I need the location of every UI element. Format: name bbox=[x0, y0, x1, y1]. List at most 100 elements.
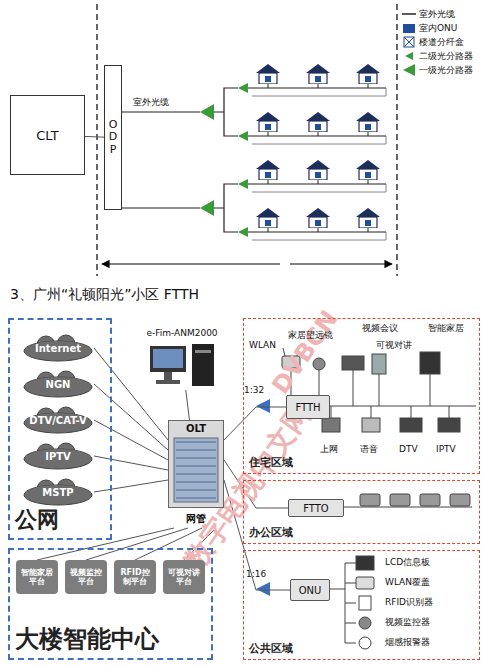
home-devices bbox=[342, 356, 364, 370]
server-icon bbox=[156, 380, 180, 384]
clt-box: CLT bbox=[10, 95, 85, 175]
fibre-link bbox=[85, 136, 104, 138]
public-devices bbox=[329, 563, 356, 643]
cloud-shape bbox=[24, 371, 92, 397]
olt-device: OLT网管 bbox=[168, 420, 224, 528]
olt-chassis bbox=[176, 474, 216, 475]
drop-fibre bbox=[268, 180, 269, 184]
building-center-panel: 大楼智能中心智能家居平台视频监控平台RFID控制平台可视对讲平台 bbox=[8, 548, 213, 660]
span-arrows bbox=[102, 263, 280, 264]
outdoor-fibre bbox=[214, 88, 238, 136]
fibre-link bbox=[186, 390, 190, 420]
legend-row: 一级光分路器 bbox=[402, 64, 473, 76]
watermark: DVBCN bbox=[266, 305, 344, 399]
legend-text: 室外光缆 bbox=[419, 8, 455, 21]
olt-chassis bbox=[176, 498, 216, 499]
house-icon bbox=[356, 64, 380, 84]
node-label: ONU bbox=[299, 585, 322, 596]
ftto-terminal: FTTO bbox=[288, 499, 344, 517]
cloud-shape bbox=[24, 485, 92, 505]
node-label: 智能家居平台 bbox=[19, 568, 55, 586]
device-label: DTV bbox=[399, 444, 418, 455]
public-devices bbox=[359, 596, 371, 610]
device-label: 视频监控器 bbox=[385, 617, 430, 628]
public-devices bbox=[329, 556, 374, 649]
legend-sample bbox=[402, 8, 416, 20]
splitter-1-16 bbox=[256, 582, 270, 596]
drop-fibre bbox=[368, 132, 369, 136]
legend-sample bbox=[402, 36, 416, 48]
splitter-1-32 bbox=[256, 399, 270, 413]
legend-sample bbox=[404, 37, 414, 47]
home-devices bbox=[322, 418, 340, 432]
house-icon bbox=[306, 160, 330, 180]
house-icon bbox=[256, 64, 280, 84]
node-label: Internet bbox=[35, 343, 81, 354]
house-icon bbox=[356, 160, 380, 180]
cloud-shape bbox=[24, 377, 92, 397]
span-arrows bbox=[290, 263, 392, 264]
drop-fibre bbox=[268, 84, 269, 88]
server-icon bbox=[140, 342, 224, 388]
device-label: WLAN bbox=[249, 340, 276, 351]
node-label: 公共区域 bbox=[249, 641, 293, 656]
platform-box: 智能家居平台 bbox=[16, 560, 58, 594]
boundary-dashes bbox=[97, 4, 397, 276]
level2-splitter bbox=[238, 227, 248, 237]
home-devices bbox=[438, 418, 460, 432]
cloud-shape bbox=[24, 479, 92, 505]
olt-chassis bbox=[174, 438, 218, 502]
cloud-shape bbox=[28, 449, 88, 465]
legend-row: 二级光分路器 bbox=[402, 50, 473, 62]
legend-sample bbox=[405, 52, 413, 60]
platform-box: RFID控制平台 bbox=[114, 560, 156, 594]
server-icon bbox=[192, 344, 214, 386]
device-label: LCD信息板 bbox=[385, 557, 430, 568]
house-icon bbox=[356, 208, 380, 228]
legend-text: 一级光分路器 bbox=[419, 64, 473, 77]
cloud-shape bbox=[28, 413, 88, 429]
office-devices bbox=[420, 494, 440, 506]
cloud-shape bbox=[24, 443, 92, 469]
platform-box: 可视对讲平台 bbox=[163, 560, 205, 594]
outdoor-fibre bbox=[122, 88, 386, 240]
server-icon bbox=[150, 346, 186, 372]
device-label: 视频会议 bbox=[362, 323, 398, 334]
boundary-dashes bbox=[396, 4, 397, 276]
span-arrows bbox=[102, 263, 392, 264]
node-label: ODP bbox=[108, 119, 119, 155]
legend-text: 楼道分纤盒 bbox=[419, 36, 464, 49]
fibre-link bbox=[94, 420, 168, 460]
device-label: RFID识别器 bbox=[385, 597, 433, 608]
home-devices bbox=[372, 354, 386, 374]
node-label: FTTH bbox=[295, 402, 320, 413]
house-icon bbox=[356, 112, 380, 132]
server-icon bbox=[164, 372, 172, 380]
home-devices bbox=[291, 368, 476, 418]
node-label: MSTP bbox=[42, 487, 73, 498]
nms-server: e-Fim-ANM2000 bbox=[140, 328, 224, 390]
cloud-shape bbox=[28, 377, 88, 393]
cloud-shape bbox=[24, 335, 92, 361]
level2-splitter bbox=[238, 179, 248, 189]
zone-panel: 办公区域FTTO bbox=[243, 480, 480, 544]
outdoor-fibre bbox=[214, 184, 238, 232]
office-devices bbox=[390, 494, 410, 506]
fibre-link bbox=[94, 480, 168, 492]
house-icon bbox=[256, 160, 280, 180]
outdoor-fibre bbox=[122, 112, 200, 208]
onu-terminal: ONU bbox=[290, 579, 330, 601]
legend-text: 二级光分路器 bbox=[419, 50, 473, 63]
drop-fibre bbox=[268, 228, 269, 232]
cloud-shape bbox=[28, 341, 88, 357]
node-label: 网管 bbox=[168, 512, 224, 526]
splitter-1-32 bbox=[256, 399, 270, 413]
device-label: 上网 bbox=[320, 444, 338, 455]
node-label: RFID控制平台 bbox=[117, 568, 153, 586]
legend-sample bbox=[404, 37, 414, 47]
server-icon bbox=[195, 350, 211, 353]
node-label: NGN bbox=[46, 379, 71, 390]
splitter-1-16 bbox=[256, 582, 270, 596]
drop-fibre bbox=[268, 132, 269, 136]
